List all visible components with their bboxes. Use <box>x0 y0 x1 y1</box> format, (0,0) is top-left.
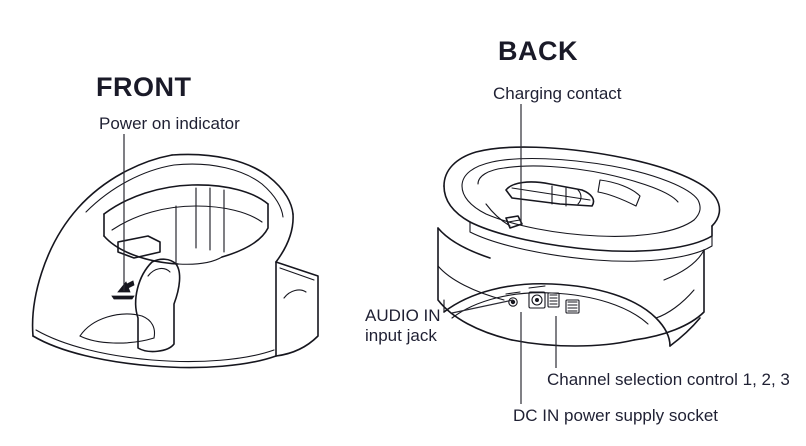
callout-audio-in-input-jack: AUDIO IN input jack <box>365 306 441 346</box>
back-view-heading: BACK <box>498 36 578 66</box>
front-view-heading: FRONT <box>96 72 192 102</box>
charging-contact-icon <box>505 215 523 229</box>
channel-switch-icon <box>547 292 580 314</box>
dc-power-socket-icon <box>528 285 546 309</box>
callout-power-on-indicator: Power on indicator <box>99 114 240 133</box>
callout-charging-contact: Charging contact <box>493 84 622 103</box>
callout-channel-selection-control: Channel selection control 1, 2, 3 <box>547 370 790 389</box>
front-unit-illustration <box>31 153 319 369</box>
callout-dc-in-power-supply-socket: DC IN power supply socket <box>513 406 719 425</box>
leader-audio-in <box>451 299 514 314</box>
back-unit-illustration <box>437 146 721 347</box>
callout-audio-in-line1: AUDIO IN <box>365 306 441 325</box>
led-indicator-icon <box>111 280 135 300</box>
audio-jack-port-icon <box>505 291 521 307</box>
callout-audio-in-line2: input jack <box>365 326 437 346</box>
